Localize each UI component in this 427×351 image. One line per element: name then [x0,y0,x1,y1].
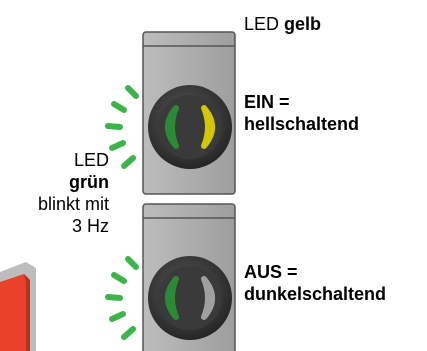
state-off-line2: dunkelschaltend [244,284,387,304]
blink-rays-icon [105,85,139,169]
state-on-line1: EIN = [244,92,290,112]
side-label-line3: blinkt mit [37,194,109,214]
blink-rays-icon [105,256,139,340]
side-label-line2: grün [69,172,109,192]
gray-led [201,276,215,320]
yellow-led [201,105,215,149]
side-label-line1: LED [73,150,109,170]
led-housing-bottom [142,203,236,351]
green-led-bottom [165,276,179,320]
led-prefix: LED [244,14,280,34]
state-on-line2: hellschaltend [244,114,360,134]
state-off-line1: AUS = [244,262,298,282]
yellow-led-label: LED gelb [244,14,321,34]
led-housing-top [142,31,236,195]
led-color-yellow: gelb [284,14,322,34]
side-label-line4: 3 Hz [71,216,109,236]
green-led-top [165,105,179,149]
red-sensor-device [0,262,36,351]
